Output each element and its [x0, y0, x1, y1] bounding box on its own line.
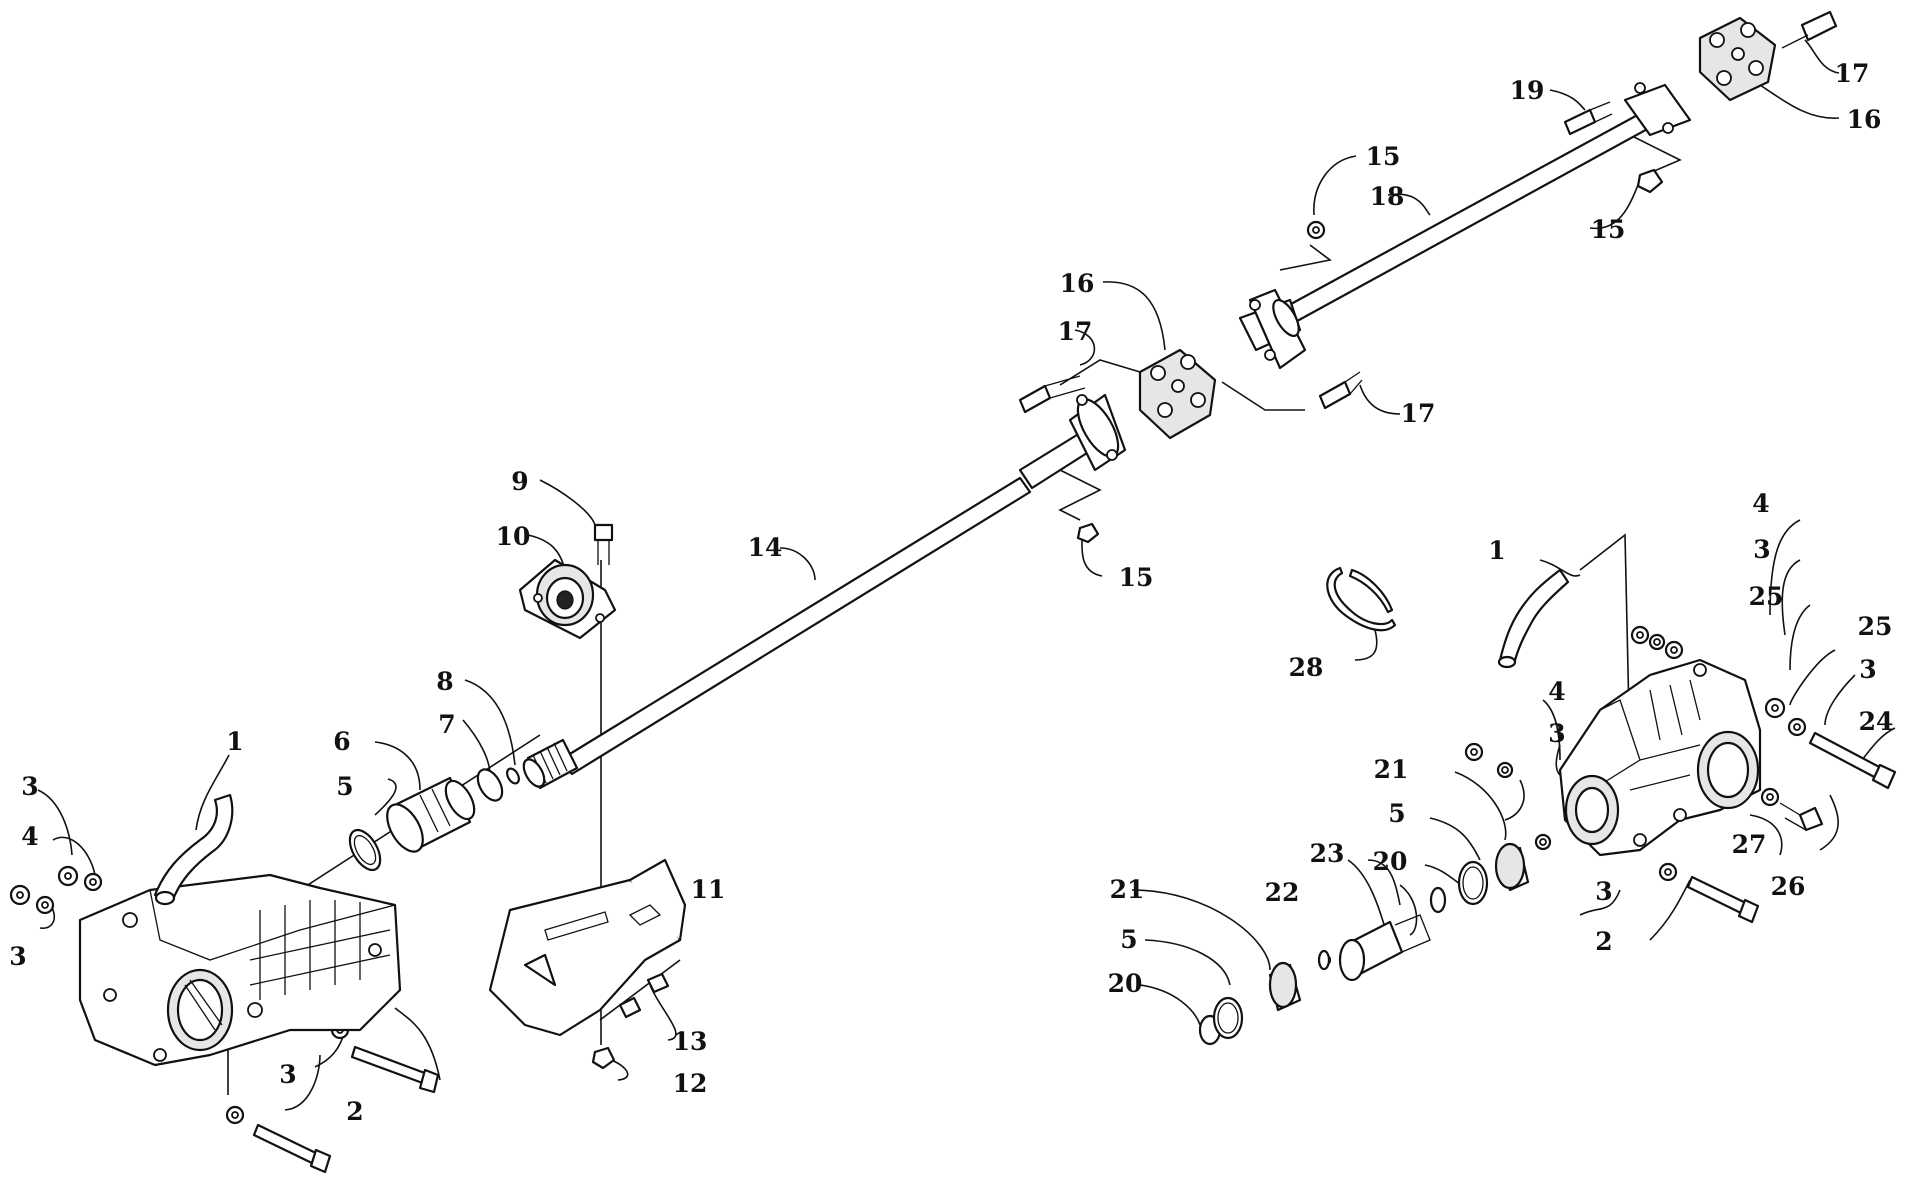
callout-16-coupler-mid: 16	[1060, 269, 1095, 298]
callout-25-washer-right: 25	[1858, 612, 1893, 641]
flex-coupler-mid	[1138, 348, 1217, 440]
callout-2-left-bolt: 2	[346, 1097, 363, 1126]
callout-3-right-washer-low: 3	[1595, 877, 1612, 906]
callout-5-left-clamp: 5	[336, 772, 353, 801]
callout-23-yoke: 23	[1310, 839, 1345, 868]
callout-6-boot: 6	[333, 727, 350, 756]
boot-and-clamps	[348, 566, 1530, 1046]
callout-2-right-bolt: 2	[1595, 927, 1612, 956]
callout-17-bolt-top: 17	[1835, 59, 1870, 88]
callout-4-right-nut-top: 4	[1752, 489, 1769, 518]
callout-5-right-clamp-upper: 5	[1388, 799, 1405, 828]
carrier-bearing	[518, 558, 617, 640]
callout-17-bolt-mid: 17	[1401, 399, 1436, 428]
callout-20-ring-lower: 20	[1108, 969, 1143, 998]
callout-10-bearing: 10	[496, 522, 531, 551]
callout-28-clamp: 28	[1289, 653, 1324, 682]
callout-16-coupler-top: 16	[1847, 105, 1882, 134]
callout-12-nut: 12	[673, 1069, 708, 1098]
callout-26-bolt: 26	[1771, 872, 1806, 901]
callout-9-bolt: 9	[511, 467, 528, 496]
callout-22-ring: 22	[1265, 878, 1300, 907]
front-drive-shaft	[522, 393, 1127, 790]
callout-3-left-washer-bottom: 3	[9, 942, 26, 971]
flex-coupler-top	[1698, 16, 1777, 102]
callout-7-clamp: 7	[438, 710, 455, 739]
callout-21-coupling-lower: 21	[1110, 875, 1145, 904]
bolts	[252, 10, 1897, 1174]
callout-4-left-nut: 4	[21, 822, 38, 851]
callout-13-bolt: 13	[673, 1027, 708, 1056]
callout-1-right-hose: 1	[1488, 536, 1505, 565]
callout-labels: 1 2 3 3 3 4 5 6 7 8 9 10 11 12 13 14 15 …	[9, 59, 1893, 1126]
callout-17-bolt-left: 17	[1058, 317, 1093, 346]
right-gearcase	[1497, 568, 1762, 857]
callout-3-left-washer-lower: 3	[279, 1060, 296, 1089]
rear-drive-shaft	[1238, 82, 1692, 370]
callout-20-ring-upper: 20	[1373, 847, 1408, 876]
callout-11-bracket: 11	[691, 875, 726, 904]
callout-3-left-washer-top: 3	[21, 772, 38, 801]
callout-18-rear-shaft: 18	[1370, 182, 1405, 211]
nuts-washers	[9, 168, 1807, 1125]
callout-1-left-hose: 1	[226, 727, 243, 756]
callout-14-front-shaft: 14	[748, 533, 783, 562]
callout-8-ring: 8	[436, 667, 453, 696]
callout-3-right-washer-mid: 3	[1548, 719, 1565, 748]
leader-lines	[37, 39, 1896, 1111]
callout-4-right-nut-mid: 4	[1548, 677, 1565, 706]
callout-3-right-washer-top: 3	[1753, 535, 1770, 564]
callout-24-bolt: 24	[1859, 707, 1894, 736]
callout-19-bolt: 19	[1510, 76, 1545, 105]
callout-15-nut-right: 15	[1591, 215, 1626, 244]
callout-21-coupling-upper: 21	[1374, 755, 1409, 784]
callout-15-nut-upper: 15	[1366, 142, 1401, 171]
callout-3-right-washer-right: 3	[1859, 655, 1876, 684]
callout-25-washer-top: 25	[1749, 582, 1784, 611]
callout-27-washer: 27	[1732, 830, 1767, 859]
callout-5-right-clamp-lower: 5	[1120, 925, 1137, 954]
mounting-bracket	[488, 858, 687, 1037]
left-gearcase	[78, 793, 402, 1067]
callout-15-nut-mid: 15	[1119, 563, 1154, 592]
